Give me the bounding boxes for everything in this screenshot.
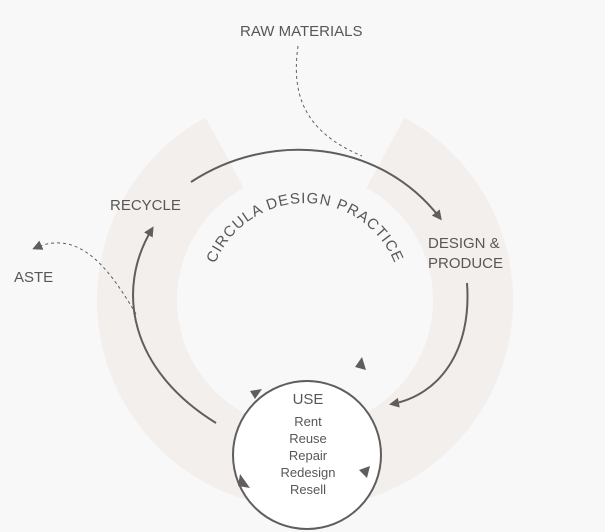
diagram-title: CIRCULA DESIGN PRACTICE	[203, 190, 407, 266]
design-label-line1: DESIGN &	[428, 235, 500, 252]
recycle-to-design-arrow	[190, 148, 442, 221]
use-circle-arrowhead	[250, 389, 262, 399]
waste-label: ASTE	[14, 269, 53, 286]
use-item-repair: Repair	[289, 448, 328, 463]
use-circle-arrowhead	[355, 357, 366, 370]
use-to-recycle-arrow	[132, 226, 217, 424]
raw-materials-label: RAW MATERIALS	[240, 23, 363, 40]
design-to-use-arrow	[389, 282, 469, 408]
use-circle-arrowhead	[359, 466, 370, 478]
design-label-line2: PRODUCE	[428, 255, 503, 272]
use-item-redesign: Redesign	[281, 465, 336, 480]
use-item-resell: Resell	[290, 482, 326, 497]
use-item-reuse: Reuse	[289, 431, 327, 446]
recycle-label: RECYCLE	[110, 197, 181, 214]
raw-materials-dashed-arrow	[295, 45, 363, 157]
use-circle	[232, 380, 382, 530]
use-item-rent: Rent	[294, 414, 322, 429]
use-circle-arrowhead	[238, 474, 250, 488]
use-label: USE	[293, 391, 324, 408]
